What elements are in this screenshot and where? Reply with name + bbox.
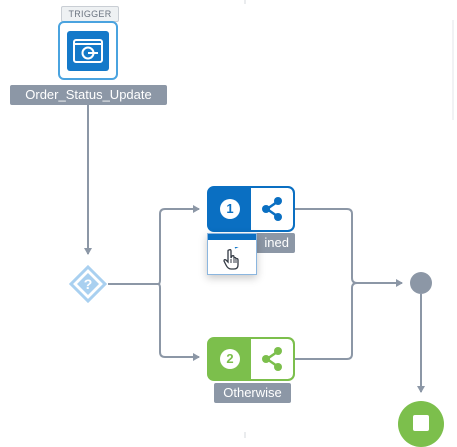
- connector-decision-to-branch-2: [157, 283, 200, 361]
- branch-2-label: Otherwise: [214, 383, 291, 403]
- connector-branch-1-to-merge: [295, 208, 403, 287]
- trigger-node[interactable]: [58, 21, 118, 80]
- share-icon: [262, 197, 282, 221]
- branch-2-number-area: 2: [209, 339, 251, 379]
- flow-canvas: TRIGGER Order_Status_Update ? 1: [10, 0, 454, 447]
- connector-decision-to-branch-1: [108, 205, 200, 285]
- end-node[interactable]: [398, 401, 444, 447]
- branch-1-icon-area: [251, 188, 293, 230]
- hand-pointer-icon: [223, 247, 239, 270]
- share-icon: [262, 347, 282, 371]
- branch-1-edit-popup[interactable]: [207, 233, 257, 275]
- popup-top-strip: [208, 234, 256, 240]
- decision-diamond-icon: ?: [68, 264, 108, 304]
- trigger-tag: TRIGGER: [61, 6, 119, 22]
- trigger-event-icon: [67, 31, 109, 71]
- connector-branch-2-to-merge: [295, 282, 358, 360]
- decision-symbol: ?: [84, 276, 93, 292]
- stop-icon: [413, 415, 429, 431]
- branch-1-node[interactable]: 1: [207, 186, 295, 232]
- branch-1-number: 1: [220, 199, 240, 219]
- branch-1-number-area: 1: [209, 188, 251, 230]
- branch-2-icon-area: [251, 339, 293, 379]
- trigger-name-label: Order_Status_Update: [10, 85, 167, 105]
- decision-node[interactable]: ?: [68, 264, 108, 304]
- branch-2-node[interactable]: 2: [207, 337, 295, 381]
- merge-node[interactable]: [410, 272, 432, 294]
- branch-2-number: 2: [220, 349, 240, 369]
- flow-connectors: [84, 0, 454, 438]
